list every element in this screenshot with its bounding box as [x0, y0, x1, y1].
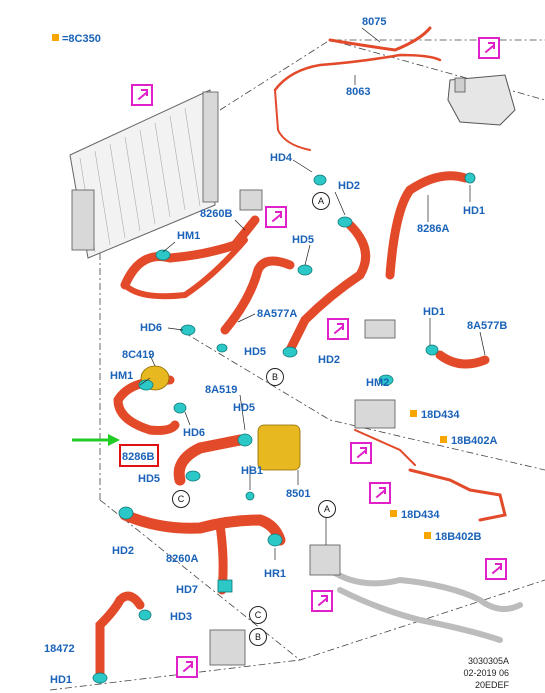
label-hd4[interactable]: HD4: [270, 152, 293, 164]
coolant-reservoir: [447, 74, 516, 126]
label-hd3[interactable]: HD3: [170, 611, 193, 623]
hoses: [95, 26, 507, 680]
label-hd1-top[interactable]: HD1: [463, 205, 486, 217]
orange-marker: [390, 510, 397, 517]
label-8a577b[interactable]: 8A577B: [467, 320, 508, 332]
view-detail-icon[interactable]: [311, 590, 333, 612]
fittings: [209, 189, 396, 666]
label-hd6-low[interactable]: HD6: [183, 427, 206, 439]
label-hd5-low[interactable]: HD5: [244, 346, 267, 358]
callout-b: B: [249, 628, 267, 646]
label-18b402a[interactable]: 18B402A: [440, 435, 497, 447]
orange-marker: [424, 532, 431, 539]
label-hm1-low[interactable]: HM1: [110, 370, 134, 382]
label-hm1-top[interactable]: HM1: [177, 230, 201, 242]
label-hd7[interactable]: HD7: [176, 584, 199, 596]
radiator: [69, 89, 219, 259]
label-8286b[interactable]: 8286B: [122, 451, 155, 463]
label-18d434-b-text: 18D434: [401, 509, 440, 521]
orange-marker: [410, 410, 417, 417]
label-hd2-low[interactable]: HD2: [112, 545, 135, 557]
view-detail-icon[interactable]: [485, 558, 507, 580]
view-detail-icon[interactable]: [131, 84, 153, 106]
label-8286a[interactable]: 8286A: [417, 223, 450, 235]
callout-a: A: [312, 192, 330, 210]
label-hd2-top[interactable]: HD2: [338, 180, 361, 192]
footer-date: 02-2019 06: [463, 668, 509, 678]
metal-pipes: [327, 567, 523, 643]
label-hd1-low[interactable]: HD1: [50, 674, 73, 686]
callout-b: B: [266, 368, 284, 386]
label-18d434-b[interactable]: 18D434: [390, 509, 440, 521]
callout-c: C: [172, 490, 190, 508]
orange-marker: [440, 436, 447, 443]
highlight-box-8286b: [119, 444, 159, 467]
label-8a519[interactable]: 8A519: [205, 384, 238, 396]
label-hd5-pump[interactable]: HD5: [233, 402, 256, 414]
label-hd2-mid[interactable]: HD2: [318, 354, 341, 366]
callout-a: A: [318, 500, 336, 518]
label-hd5-mid[interactable]: HD5: [292, 234, 315, 246]
view-detail-icon[interactable]: [350, 442, 372, 464]
view-detail-icon[interactable]: [327, 318, 349, 340]
label-hd6-top[interactable]: HD6: [140, 322, 163, 334]
footer-ref: 20EDEF: [474, 680, 509, 690]
legend: =8C350: [52, 33, 101, 45]
view-detail-icon[interactable]: [176, 656, 198, 678]
view-detail-icon[interactable]: [369, 482, 391, 504]
clamps: [92, 172, 476, 684]
label-18b402b-text: 18B402B: [435, 531, 482, 543]
green-arrow: [72, 434, 120, 446]
footer-code: 3030305A: [467, 656, 509, 666]
label-8260a[interactable]: 8260A: [166, 553, 199, 565]
label-8a577a[interactable]: 8A577A: [257, 308, 298, 320]
view-detail-icon[interactable]: [265, 206, 287, 228]
label-hb1[interactable]: HB1: [241, 465, 264, 477]
label-18b402a-text: 18B402A: [451, 435, 498, 447]
pumps: [140, 365, 301, 471]
label-18472[interactable]: 18472: [44, 643, 75, 655]
label-hd5-left[interactable]: HD5: [138, 473, 161, 485]
label-hd1-mid[interactable]: HD1: [423, 306, 446, 318]
label-hm2[interactable]: HM2: [366, 377, 390, 389]
label-8063[interactable]: 8063: [346, 86, 371, 98]
legend-text: =8C350: [62, 33, 101, 45]
label-18d434-a-text: 18D434: [421, 409, 460, 421]
label-8501[interactable]: 8501: [286, 488, 311, 500]
label-8260b[interactable]: 8260B: [200, 208, 233, 220]
leader-lines: [139, 27, 486, 560]
legend-swatch: [52, 34, 59, 41]
label-18d434-a[interactable]: 18D434: [410, 409, 460, 421]
label-8c419[interactable]: 8C419: [122, 349, 155, 361]
label-hr1[interactable]: HR1: [264, 568, 287, 580]
view-detail-icon[interactable]: [478, 37, 500, 59]
label-8075[interactable]: 8075: [362, 16, 387, 28]
callout-c: C: [249, 606, 267, 624]
label-18b402b[interactable]: 18B402B: [424, 531, 481, 543]
